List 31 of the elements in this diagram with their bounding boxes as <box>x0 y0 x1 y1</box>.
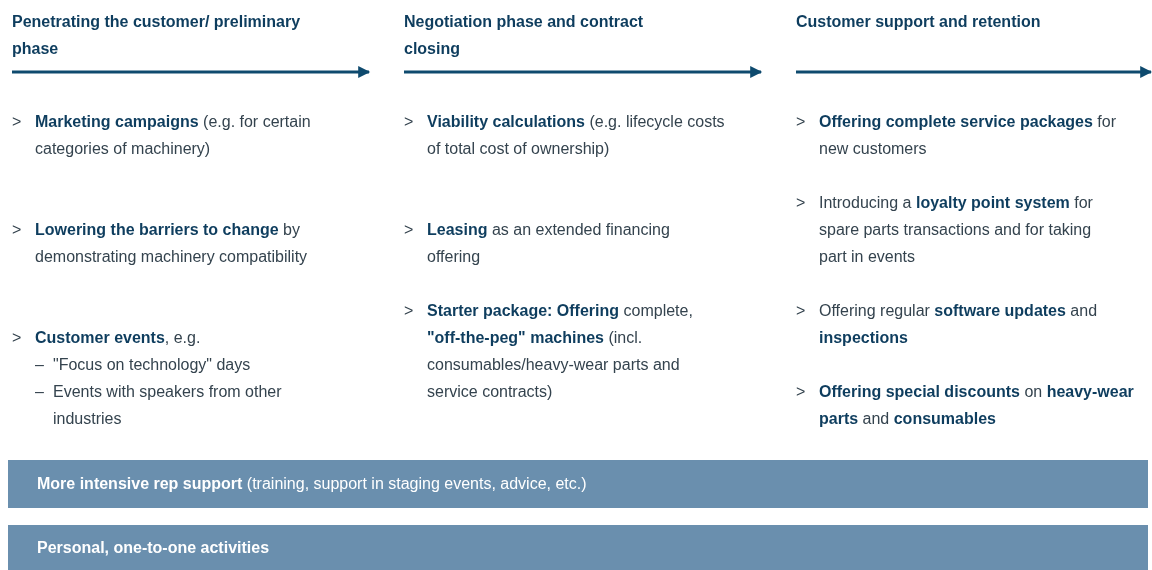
bullet-text: Starter package: Offering complete, "off-the-peg" machines (incl. consumables/heavy-wear parts and service contracts) <box>427 301 694 402</box>
bullet-text: Leasing as an extended financing offering <box>427 220 671 267</box>
bullet-text: Marketing campaigns (e.g. for certain categories of machinery) <box>35 112 312 159</box>
bullet-marker: > <box>404 112 414 132</box>
bullet-text: Offering complete service packages for new customers <box>819 112 1118 159</box>
bullet-marker: > <box>796 301 806 321</box>
bullet-text: "Focus on technology" days <box>53 355 252 375</box>
activity-band <box>8 460 1148 508</box>
bullet-text: Introducing a loyalty point system for spare parts transactions and for taking part in events <box>819 193 1094 267</box>
dash-marker: – <box>35 382 44 402</box>
dash-marker: – <box>35 355 44 375</box>
bullet-marker: > <box>796 382 806 402</box>
bullet-marker: > <box>12 220 22 240</box>
band-text: More intensive rep support (training, support in staging events, advice, etc.) <box>37 475 587 493</box>
bullet-text: Offering regular software updates and inspections <box>819 301 1099 348</box>
bullet-marker: > <box>796 112 806 132</box>
phase-heading: Customer support and retention <box>796 12 1042 32</box>
phase-heading: Negotiation phase and contract closing <box>404 12 645 59</box>
bullet-text: Viability calculations (e.g. lifecycle costs of total cost of ownership) <box>427 112 726 159</box>
bullet-text: Customer events, e.g. <box>35 328 202 348</box>
bullet-text: Lowering the barriers to change by demonstrating machinery compatibility <box>35 220 309 267</box>
activity-band <box>8 525 1148 570</box>
bullet-text: Events with speakers from other industries <box>53 382 283 429</box>
bullet-marker: > <box>12 112 22 132</box>
bullet-marker: > <box>404 301 414 321</box>
bullet-marker: > <box>796 193 806 213</box>
bullet-marker: > <box>404 220 414 240</box>
bullet-text: Offering special discounts on heavy-wear parts and consumables <box>819 382 1135 429</box>
phase-heading: Penetrating the customer/ preliminary phase <box>12 12 302 59</box>
band-text: Personal, one-to-one activities <box>37 538 270 557</box>
bullet-marker: > <box>12 328 22 348</box>
